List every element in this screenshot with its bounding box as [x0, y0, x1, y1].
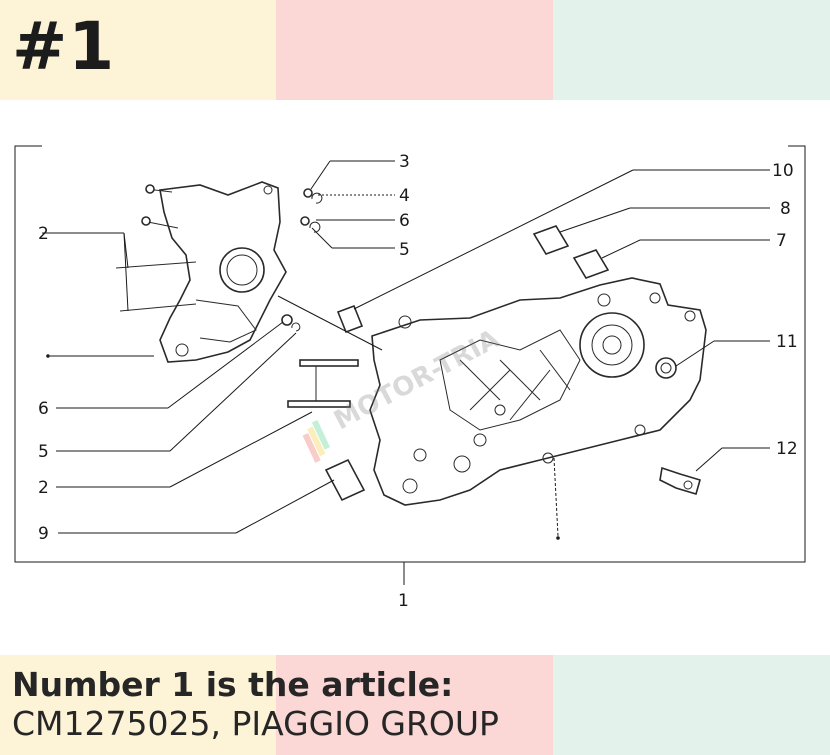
callout-8: 8: [780, 199, 791, 219]
callout-5-right: 5: [399, 240, 410, 260]
top-color-band: [0, 0, 830, 100]
rank-label: #1: [12, 8, 116, 85]
callout-2-bottom: 2: [38, 478, 49, 498]
callout-7: 7: [776, 231, 787, 251]
caption-subtitle: CM1275025, PIAGGIO GROUP: [12, 704, 499, 743]
gaskets: [287, 359, 359, 408]
callout-6-left: 6: [38, 399, 49, 419]
callout-labels: 1 2 2 5 3 4 5 6 6 7 8 9 10 11 12: [38, 152, 798, 611]
callout-3: 3: [399, 152, 410, 172]
caption-title: Number 1 is the article:: [12, 665, 454, 704]
left-crankcase-half: [115, 181, 287, 363]
bottom-color-band: [0, 655, 830, 755]
callout-4: 4: [399, 186, 410, 206]
bearing-and-fitting: [655, 357, 701, 495]
leader-lines: [42, 160, 770, 537]
callout-11: 11: [776, 332, 798, 352]
callout-10: 10: [772, 161, 794, 181]
callout-6-right: 6: [399, 211, 410, 231]
right-crankcase-half: [369, 277, 707, 506]
small-rings: [281, 188, 323, 332]
callout-2-top: 2: [38, 224, 49, 244]
diagram-frame: [14, 145, 806, 585]
callout-1: 1: [398, 591, 409, 611]
dowel-pins: [324, 225, 610, 502]
callout-9: 9: [38, 524, 49, 544]
callout-5-left: 5: [38, 442, 49, 462]
callout-12: 12: [776, 439, 798, 459]
exploded-parts-diagram: MOTOR-TRIA 1 2 2: [14, 145, 806, 611]
